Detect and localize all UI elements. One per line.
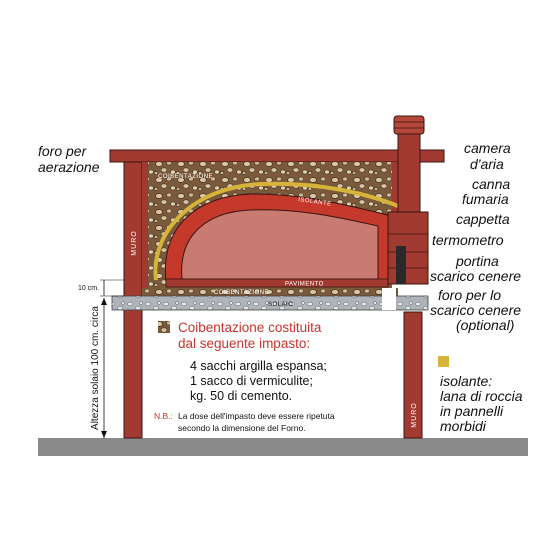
- chimney-cap: [393, 115, 425, 135]
- ash-hole: [382, 288, 396, 310]
- foro-cenere-label: foro per lo scarico cenere (optional): [430, 287, 525, 333]
- camera-aria-label: camera d'aria: [464, 140, 515, 172]
- foro-aerazione-label: foro per aerazione: [38, 143, 100, 175]
- mixture-note-prefix: N.B.:: [154, 411, 173, 421]
- cappetta-label: cappetta: [456, 211, 510, 227]
- isolante-legend: isolante: lana di roccia in pannelli mor…: [440, 373, 526, 434]
- portina-door: [396, 246, 406, 284]
- coibentazione-strip: [142, 288, 398, 296]
- wall-right: [403, 311, 423, 439]
- coibentazione-top-label: COIBENTAZIONE: [158, 174, 213, 180]
- dome-chamber: [181, 209, 379, 280]
- coibentazione-bottom-label: COIBENTAZIONE: [214, 290, 269, 296]
- mixture-items: 4 sacchi argilla espansa; 1 sacco di ver…: [190, 359, 330, 403]
- isolante-layer: [153, 181, 399, 281]
- canna-fumaria-label: canna fumaria: [462, 176, 514, 207]
- muro-right-label: MURO: [411, 402, 418, 427]
- termometro-label: termometro: [432, 232, 504, 248]
- enclosure-right: [392, 162, 398, 234]
- muro-left-label: MURO: [131, 230, 138, 255]
- pavimento-label: PAVIMENTO: [285, 282, 324, 288]
- isolante-dome-label: ISOLANTE: [298, 197, 332, 208]
- roof: [109, 149, 445, 163]
- solaio: [111, 295, 429, 311]
- portina-label: portina scarico cenere: [430, 253, 521, 284]
- coibentazione-swatch: [158, 321, 170, 333]
- mixture-note: La dose dell'impasto deve essere ripetut…: [178, 411, 337, 433]
- mixture-title: Coibentazione costituita dal seguente im…: [178, 320, 325, 351]
- cappetta-block: [387, 211, 429, 285]
- enclosure-left: [142, 162, 148, 290]
- altezza-solaio-label: Altezza solaio 100 cm. circa: [90, 306, 101, 430]
- dim-10cm-label: 10 cm.: [78, 285, 99, 292]
- solaio-label: SOLAIO: [268, 302, 293, 308]
- pavimento: [165, 278, 389, 288]
- isolante-swatch: [438, 356, 449, 367]
- ground: [38, 438, 528, 456]
